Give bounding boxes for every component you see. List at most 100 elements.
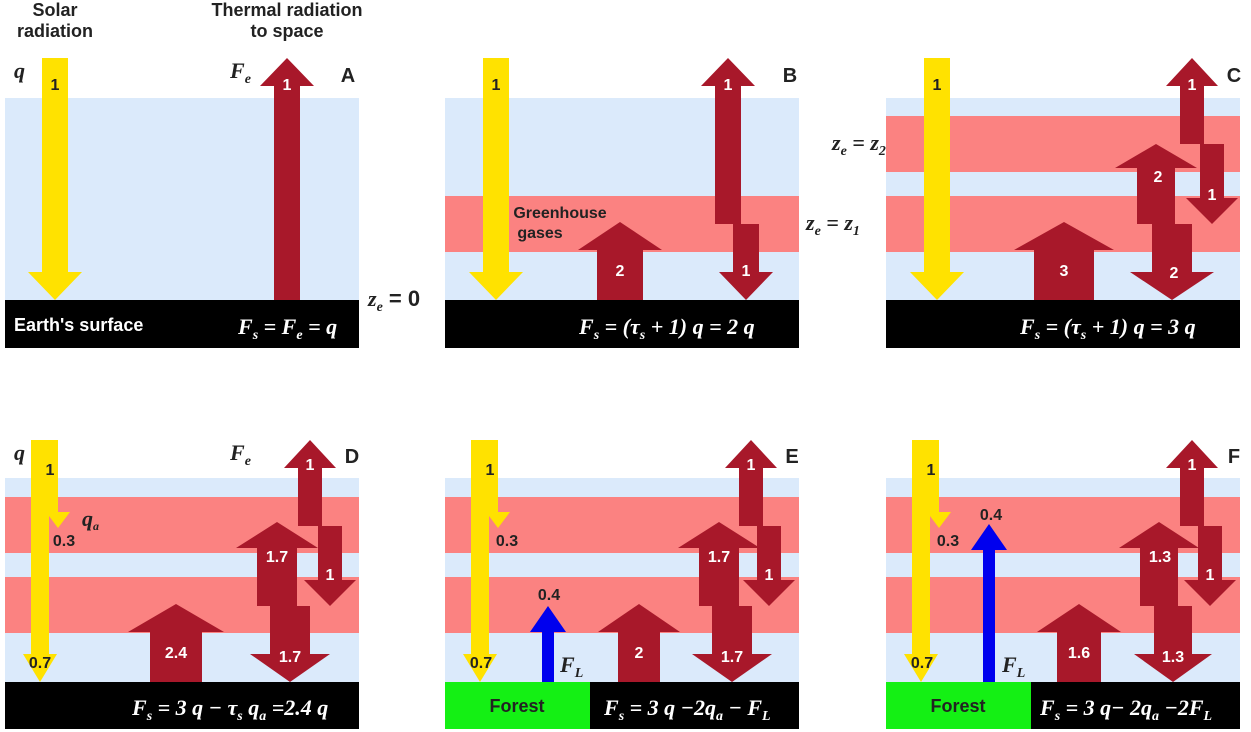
eq-l-sub: L xyxy=(1203,709,1213,724)
ghg-label-2: gases xyxy=(517,225,562,242)
eq-f: F xyxy=(578,314,594,339)
panel-a: 1 1 A Earth's surface Fs = Fe = q ze = 0 xyxy=(5,58,420,348)
panel-f: Forest 1 0.3 0.7 0.4 FL 1.6 1 1 1.3 1.3 … xyxy=(886,440,1240,729)
equation: Fs = 3 q− 2qa −2FL xyxy=(1039,695,1212,724)
surface-up-arrow xyxy=(1014,222,1114,300)
absorbed-arrow xyxy=(927,440,951,528)
solar-top-value: 1 xyxy=(46,462,55,479)
absorbed-arrow xyxy=(486,440,510,528)
mid-up-arrow xyxy=(1115,144,1197,224)
absorbed-value: 0.3 xyxy=(937,533,959,550)
eq-s: s xyxy=(1034,328,1041,343)
equation: Fs = (τs + 1) q = 2 q xyxy=(578,314,755,343)
fl-symbol: FL xyxy=(559,652,583,681)
top-up-value: 1 xyxy=(747,457,756,474)
mid-down-arrow xyxy=(692,606,772,682)
layer-down-value: 1 xyxy=(742,263,751,280)
mid-up-arrow xyxy=(1119,522,1199,606)
latent-heat-arrow xyxy=(530,606,566,682)
eq-a-sub: a xyxy=(716,709,723,724)
eq-s2: s xyxy=(236,709,243,724)
fe-symbol: Fe xyxy=(229,440,251,469)
top-down-value: 1 xyxy=(1208,187,1217,204)
panel-letter: F xyxy=(1228,446,1240,468)
top-down-value: 1 xyxy=(765,567,774,584)
panel-letter: D xyxy=(345,446,359,468)
ze-zero: = 0 xyxy=(383,286,420,311)
absorbed-value: 0.3 xyxy=(53,533,75,550)
top-up-arrow xyxy=(1166,58,1218,144)
solar-bottom-value: 0.7 xyxy=(470,655,492,672)
ghg-label-1: Greenhouse xyxy=(513,205,606,222)
earth-surface xyxy=(886,300,1240,348)
eq-f: F xyxy=(603,695,619,720)
ze-1: 1 xyxy=(853,224,860,239)
eq-s: s xyxy=(1054,709,1061,724)
fe-e: e xyxy=(245,454,251,469)
qa-q: q xyxy=(82,506,93,531)
mid-down-value: 1.7 xyxy=(279,649,301,666)
fl-symbol: FL xyxy=(1001,652,1025,681)
forest-patch xyxy=(886,682,1031,729)
top-up-value: 1 xyxy=(306,457,315,474)
ze-eq: = z xyxy=(821,210,854,235)
forest-patch xyxy=(445,682,590,729)
ze-e: e xyxy=(815,224,821,239)
mid-up-value: 1.3 xyxy=(1149,549,1171,566)
panel-letter: B xyxy=(783,65,797,87)
solar-bottom-value: 0.7 xyxy=(29,655,51,672)
surface-up-value: 2.4 xyxy=(165,645,187,662)
latent-value: 0.4 xyxy=(538,587,560,604)
mid-down-value: 2 xyxy=(1170,265,1179,282)
panel-b: 1 2 1 1 B Greenhouse gases ze = z1 Fs = … xyxy=(445,58,860,348)
latent-value: 0.4 xyxy=(980,507,1002,524)
solar-arrow xyxy=(469,58,523,300)
eq-c: =2.4 q xyxy=(266,695,328,720)
mid-up-arrow xyxy=(236,522,318,606)
solar-value: 1 xyxy=(933,77,942,94)
mid-up-value: 1.7 xyxy=(266,549,288,566)
layer-up-arrow xyxy=(701,58,755,224)
eq-f: F xyxy=(1039,695,1055,720)
mid-down-value: 1.3 xyxy=(1162,649,1184,666)
top-up-arrow xyxy=(725,440,777,526)
solar-header-1: Solar xyxy=(32,0,77,20)
ze-e: e xyxy=(841,144,847,159)
eq-a: = 3 q −2q xyxy=(624,695,716,720)
absorbed-arrow xyxy=(46,440,70,528)
eq-b: −2F xyxy=(1159,695,1204,720)
surface-up-arrow xyxy=(1037,604,1121,682)
panel-letter: E xyxy=(785,446,798,468)
top-up-value: 1 xyxy=(1188,77,1197,94)
fl-l: L xyxy=(1016,666,1026,681)
surface-up-arrow xyxy=(578,222,662,300)
mid-down-arrow xyxy=(1134,606,1212,682)
q-symbol: q xyxy=(14,58,25,83)
surface-up-arrow xyxy=(128,604,224,682)
eq-b: − F xyxy=(723,695,762,720)
solar-arrow-down xyxy=(23,440,57,682)
surface-up-value: 1.6 xyxy=(1068,645,1090,662)
mid-up-value: 2 xyxy=(1154,169,1163,186)
panel-d: 1 0.3 0.7 q q a Fe 2.4 1 1 1.7 1.7 D Fs =… xyxy=(5,440,359,729)
top-up-value: 1 xyxy=(1188,457,1197,474)
top-down-value: 1 xyxy=(326,567,335,584)
solar-header-2: radiation xyxy=(17,21,93,41)
eq-a: = 3 q− 2q xyxy=(1060,695,1152,720)
eq-f: F xyxy=(1019,314,1035,339)
forest-label: Forest xyxy=(489,696,544,716)
surface-up-value: 3 xyxy=(1060,263,1069,280)
eq-f: F xyxy=(131,695,147,720)
q-symbol: q xyxy=(14,440,25,465)
surface-up-value: 2 xyxy=(616,263,625,280)
mid-down-value: 1.7 xyxy=(721,649,743,666)
solar-top-value: 1 xyxy=(486,462,495,479)
layer-up-value: 1 xyxy=(724,77,733,94)
eq-a-sub: a xyxy=(259,709,266,724)
top-down-arrow xyxy=(304,526,356,606)
eq-a: = (τ xyxy=(599,314,641,339)
earth-surface xyxy=(5,300,359,348)
eq-a-sub: a xyxy=(1152,709,1159,724)
ze-eq: = z xyxy=(847,130,880,155)
